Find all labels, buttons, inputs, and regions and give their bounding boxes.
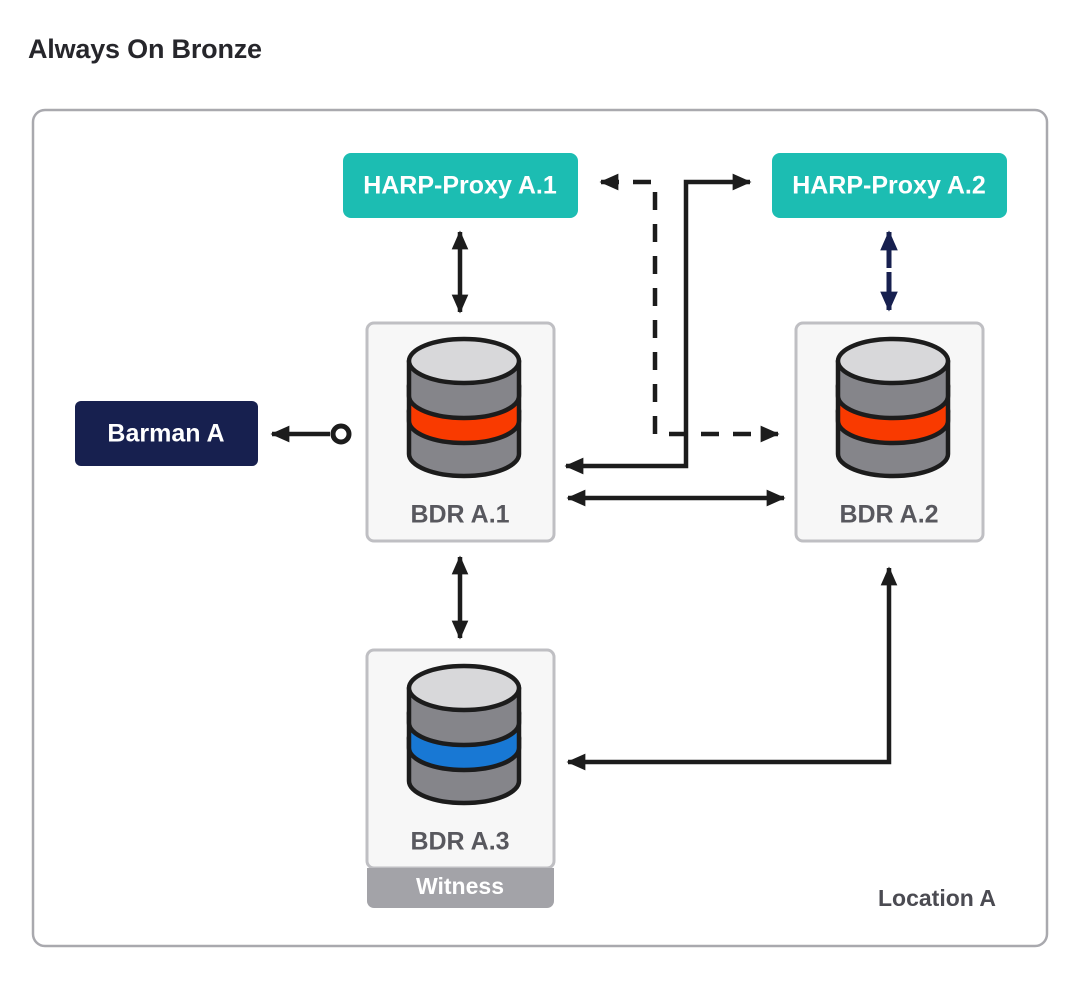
link-bdr-a1-proxy-a2 (564, 173, 752, 475)
link-bdr-a3-bdr-a2-elbow (566, 566, 898, 771)
location-label: Location A (878, 885, 996, 911)
harp-proxy-a2-label: HARP-Proxy A.2 (792, 172, 986, 200)
page-title: Always On Bronze (28, 34, 262, 64)
database-icon (406, 336, 522, 479)
bdr-a3[interactable]: BDR A.3 Witness (365, 648, 556, 908)
database-icon (835, 336, 951, 479)
bdr-a1[interactable]: BDR A.1 (365, 321, 556, 543)
database-icon (406, 663, 522, 806)
bdr-a1-label: BDR A.1 (410, 501, 509, 529)
harp-proxy-a2[interactable]: HARP-Proxy A.2 (772, 153, 1007, 218)
barman-a-label: Barman A (107, 420, 224, 448)
harp-proxy-a1-label: HARP-Proxy A.1 (363, 172, 557, 200)
witness-label: Witness (416, 873, 504, 899)
bdr-a2-label: BDR A.2 (839, 501, 938, 529)
bdr-a2[interactable]: BDR A.2 (794, 321, 985, 543)
link-barman-a-bdr-a1 (270, 423, 352, 445)
barman-a[interactable]: Barman A (75, 401, 258, 466)
witness-bar (367, 868, 554, 908)
bdr-a3-label: BDR A.3 (410, 828, 509, 856)
link-endpoint-circle (330, 423, 352, 445)
harp-proxy-a1[interactable]: HARP-Proxy A.1 (343, 153, 578, 218)
